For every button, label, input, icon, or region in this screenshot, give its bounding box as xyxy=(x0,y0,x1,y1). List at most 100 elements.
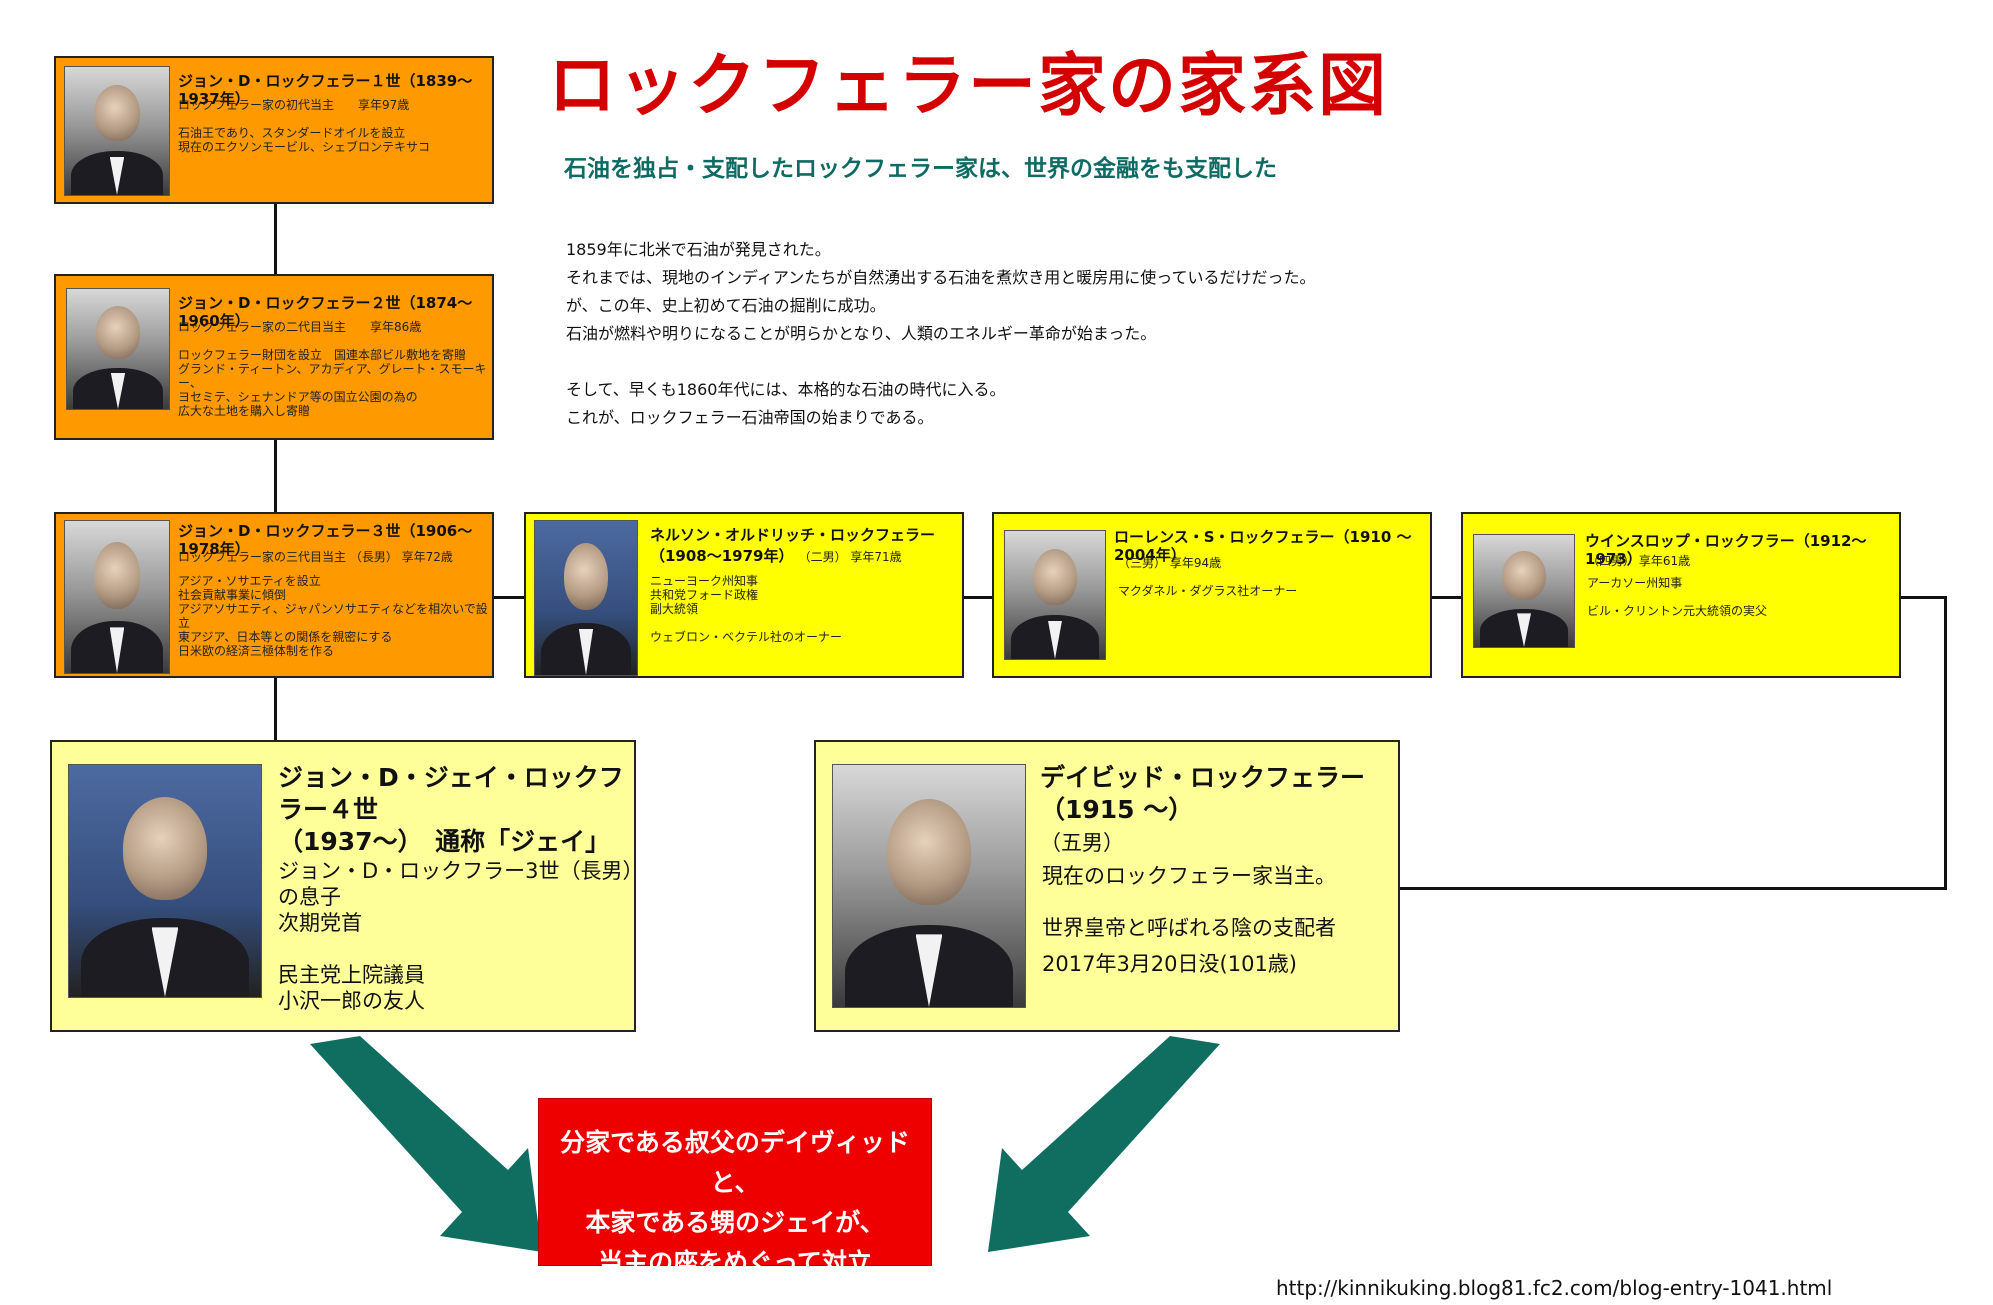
detail-line xyxy=(1118,570,1297,584)
detail-line: マクダネル・ダグラス社オーナー xyxy=(1118,584,1298,598)
person-name: ネルソン・オルドリッチ・ロックフェラー xyxy=(650,526,936,544)
detail-line: アーカソー州知事 xyxy=(1587,576,1683,590)
connector-3-jay xyxy=(274,676,277,742)
person-name: ジョン・D・ロックフェラー２世（1874～1960年） xyxy=(178,294,473,330)
connector-right-vertical xyxy=(1944,596,1947,890)
arrow-left-icon xyxy=(310,1036,542,1252)
connector-3-nelson xyxy=(494,596,524,599)
detail-line: ロックフェラー財団を設立 国連本部ビル敷地を寄贈 xyxy=(178,348,467,362)
page-title: ロックフェラー家の家系図 xyxy=(548,47,1389,126)
intro-line: そして、早くも1860年代には、本格的な石油の時代に入る。 xyxy=(566,380,1006,399)
source-url: http://kinnikuking.blog81.fc2.com/blog-e… xyxy=(1276,1276,1833,1300)
conflict-box: 分家である叔父のデイヴィッドと、 本家である甥のジェイが、 当主の座をめぐって対… xyxy=(538,1098,932,1277)
detail-line: 共和党フォード政権 xyxy=(650,588,759,602)
person-card-jay: ジョン・D・ジェイ・ロックフラー４世 （1937～） 通称「ジェイ」 ジョン・D… xyxy=(50,740,636,1032)
person-details: ニューヨーク州知事 共和党フォード政権 副大統領 ウェブロン・ベクテル社のオーナ… xyxy=(650,574,842,644)
conflict-line: 分家である叔父のデイヴィッドと、 xyxy=(560,1128,910,1197)
arrow-right-icon xyxy=(988,1036,1220,1252)
portrait-photo-icon xyxy=(68,764,262,998)
person-details: （四男） 享年61歳 アーカソー州知事 ビル・クリントン元大統領の実父 xyxy=(1587,554,1767,618)
person-name: デイビッド・ロックフェラー（1915 ～） （五男） xyxy=(1040,762,1398,856)
person-details: （三男） 享年94歳 マクダネル・ダグラス社オーナー xyxy=(1118,556,1297,598)
connector-1-2 xyxy=(274,202,277,276)
person-card-david: デイビッド・ロックフェラー（1915 ～） （五男） 現在のロックフェラー家当主… xyxy=(814,740,1400,1032)
person-card-laurance: ローレンス・S・ロックフェラー（1910 ～2004年） （三男） 享年94歳 … xyxy=(992,512,1432,678)
detail-line: ニューヨーク州知事 xyxy=(650,574,759,588)
detail-line xyxy=(1587,590,1767,604)
detail-line: 社会貢献事業に傾倒 xyxy=(178,588,287,602)
intro-line: が、この年、史上初めて石油の掘削に成功。 xyxy=(566,296,886,315)
detail-line: 現在のエクソンモービル、シェブロンテキサコ xyxy=(178,140,431,154)
portrait-photo-icon xyxy=(64,520,170,674)
connector-nelson-laurance xyxy=(962,596,992,599)
detail-line: ウェブロン・ベクテル社のオーナー xyxy=(650,630,843,644)
intro-line: これが、ロックフェラー石油帝国の始まりである。 xyxy=(566,408,934,427)
detail-line: 世界皇帝と呼ばれる陰の支配者 xyxy=(1042,916,1336,940)
intro-line xyxy=(566,348,1315,376)
detail-line: 2017年3月20日没(101歳) xyxy=(1042,952,1297,976)
intro-line: 石油が燃料や明りになることが明らかとなり、人類のエネルギー革命が始まった。 xyxy=(566,324,1157,343)
detail-line: 副大統領 xyxy=(650,602,699,616)
person-name: ジョン・D・ロックフェラー３世（1906～1978年） xyxy=(178,522,473,558)
person-name: ローレンス・S・ロックフェラー（1910 ～2004年） xyxy=(1114,528,1412,564)
intro-line: それまでは、現地のインディアンたちが自然湧出する石油を煮炊き用と暖房用に使ってい… xyxy=(566,268,1316,287)
portrait-photo-icon xyxy=(1004,530,1106,660)
person-details: ロックフェラー家の三代目当主 （長男） 享年72歳 アジア・ソサエティを設立 社… xyxy=(178,550,492,658)
detail-line: 東アジア、日本等との関係を親密にする xyxy=(178,630,393,644)
person-details: 現在のロックフェラー家当主。 世界皇帝と呼ばれる陰の支配者 2017年3月20日… xyxy=(1042,860,1336,980)
detail-line: ジョン・D・ロックフラー3世（長男）の息子 xyxy=(278,859,634,909)
detail-line xyxy=(650,616,842,630)
person-card-jdr2: ジョン・D・ロックフェラー２世（1874～1960年） ロックフェラー家の二代目… xyxy=(54,274,494,440)
detail-line: 広大な土地を購入し寄贈 xyxy=(178,404,311,418)
name-line: （五男） xyxy=(1040,831,1124,855)
name-line: デイビッド・ロックフェラー（1915 ～） xyxy=(1040,763,1366,824)
connector-winthrop-right xyxy=(1900,596,1946,599)
connector-2-3 xyxy=(274,438,277,514)
person-name: ジョン・D・ロックフェラー１世（1839～1937年） xyxy=(178,72,473,108)
detail-line: 小沢一郎の友人 xyxy=(278,989,425,1013)
connector-to-david xyxy=(1400,887,1947,890)
conflict-line: 当主の座をめぐって対立 xyxy=(598,1248,872,1277)
detail-line: ロックフェラー家の三代目当主 （長男） 享年72歳 xyxy=(178,550,453,564)
person-note: （二男） 享年71歳 xyxy=(798,550,902,564)
detail-line: アジアソサエティ、ジャパンソサエティなどを相次いで設立 xyxy=(178,602,488,630)
person-details: ジョン・D・ロックフラー3世（長男）の息子 次期党首 民主党上院議員 小沢一郎の… xyxy=(278,858,634,1014)
person-name: ウインスロップ・ロックフラー（1912～1973） xyxy=(1585,532,1867,568)
detail-line: ロックフェラー家の二代目当主 享年86歳 xyxy=(178,320,422,334)
detail-line: （四男） 享年61歳 xyxy=(1587,554,1691,568)
detail-line xyxy=(278,936,634,962)
detail-line: （三男） 享年94歳 xyxy=(1118,556,1222,570)
person-years-text: （1908～1979年） xyxy=(650,547,794,565)
detail-line: 次期党首 xyxy=(278,911,362,935)
portrait-photo-icon xyxy=(64,66,170,196)
person-details: ロックフェラー家の初代当主 享年97歳 石油王であり、スタンダードオイルを設立 … xyxy=(178,98,430,154)
intro-text: 1859年に北米で石油が発見された。 それまでは、現地のインディアンたちが自然湧… xyxy=(566,236,1315,432)
name-line: ジョン・D・ジェイ・ロックフラー４世 xyxy=(278,763,624,824)
detail-line: ビル・クリントン元大統領の実父 xyxy=(1587,604,1768,618)
intro-line: 1859年に北米で石油が発見された。 xyxy=(566,240,831,259)
detail-line: 石油王であり、スタンダードオイルを設立 xyxy=(178,126,406,140)
person-card-jdr3: ジョン・D・ロックフェラー３世（1906～1978年） ロックフェラー家の三代目… xyxy=(54,512,494,678)
person-card-winthrop: ウインスロップ・ロックフラー（1912～1973） （四男） 享年61歳 アーカ… xyxy=(1461,512,1901,678)
detail-line xyxy=(1042,892,1336,912)
portrait-photo-icon xyxy=(534,520,638,676)
person-details: ロックフェラー家の二代目当主 享年86歳 ロックフェラー財団を設立 国連本部ビル… xyxy=(178,320,492,418)
detail-line: アジア・ソサエティを設立 xyxy=(178,574,321,588)
name-line: （1937～） 通称「ジェイ」 xyxy=(278,827,611,856)
conflict-line: 本家である甥のジェイが、 xyxy=(585,1208,885,1237)
detail-line: 民主党上院議員 xyxy=(278,963,425,987)
page-subtitle: 石油を独占・支配したロックフェラー家は、世界の金融をも支配した xyxy=(564,156,1277,182)
portrait-photo-icon xyxy=(1473,534,1575,648)
detail-line: 現在のロックフェラー家当主。 xyxy=(1042,864,1336,888)
detail-line: ヨセミテ、シェナンドア等の国立公園の為の xyxy=(178,390,418,404)
detail-line: 日米欧の経済三極体制を作る xyxy=(178,644,335,658)
person-name: ジョン・D・ジェイ・ロックフラー４世 （1937～） 通称「ジェイ」 xyxy=(278,762,634,858)
detail-line: グランド・ティートン、アカディア、グレート・スモーキー、 xyxy=(178,362,487,390)
conflict-text: 分家である叔父のデイヴィッドと、 本家である甥のジェイが、 当主の座をめぐって対… xyxy=(539,1123,931,1283)
detail-line: ロックフェラー家の初代当主 享年97歳 xyxy=(178,98,410,112)
connector-laurance-winthrop xyxy=(1431,596,1461,599)
detail-line xyxy=(178,112,430,126)
detail-line xyxy=(178,564,492,574)
detail-line xyxy=(1587,568,1767,576)
detail-line xyxy=(178,334,492,348)
